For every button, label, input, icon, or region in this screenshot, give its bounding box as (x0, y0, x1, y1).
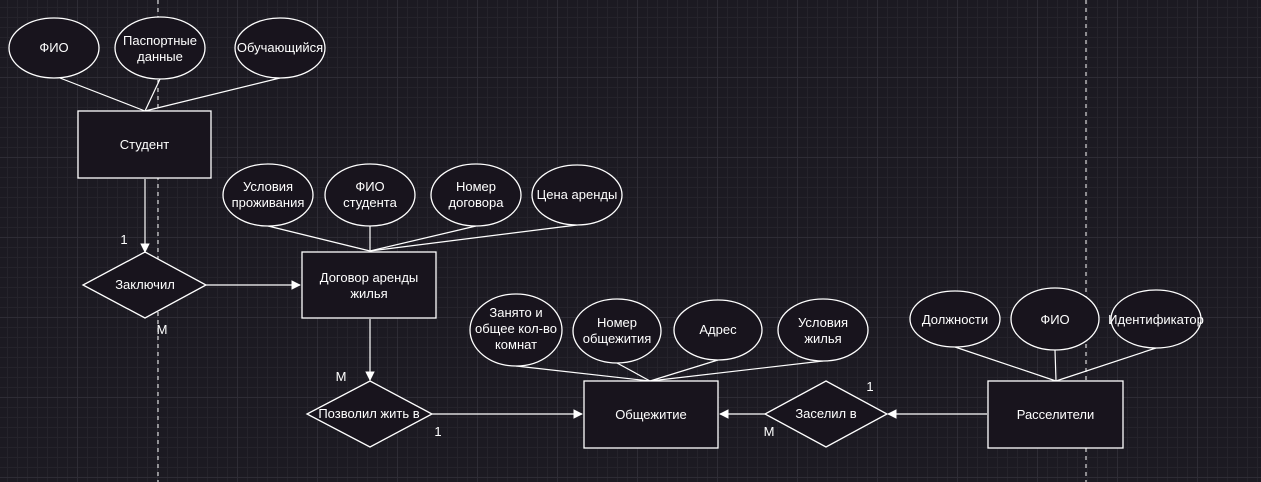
relationship-edges (140, 179, 987, 419)
cardinality-allowed-dormitory: 1 (434, 424, 441, 439)
attribute-label: проживания (232, 195, 305, 210)
relationship-allowed-to-live[interactable]: Позволил жить в (305, 380, 434, 448)
attribute-dormitory-rooms-count[interactable]: Занято и общее кол-во комнат (469, 293, 563, 367)
attribute-settlers-identifier[interactable]: Идентификатор (1108, 289, 1204, 349)
attribute-label: общежития (583, 331, 652, 346)
cardinality-concluded-contract: M (157, 322, 168, 337)
entity-settlers-label: Расселители (1017, 407, 1095, 422)
attribute-label: жилья (804, 331, 841, 346)
entity-dormitory[interactable]: Общежитие (583, 380, 719, 449)
relationship-settled-in-label: Заселил в (795, 406, 856, 421)
entity-student-label: Студент (120, 137, 170, 152)
attribute-dormitory-number[interactable]: Номер общежития (572, 298, 662, 364)
attribute-connectors (59, 77, 1157, 382)
attribute-dormitory-housing-conditions[interactable]: Условия жилья (777, 298, 869, 362)
attribute-contract-rent-price[interactable]: Цена аренды (531, 164, 623, 226)
attribute-label: Должности (922, 312, 988, 327)
attribute-label: ФИО (39, 40, 68, 55)
attribute-label: Паспортные (123, 33, 197, 48)
attribute-label: данные (137, 49, 183, 64)
attribute-label: Номер (456, 179, 496, 194)
cardinality-student-concluded: 1 (120, 232, 127, 247)
attribute-label: Условия (798, 315, 848, 330)
attribute-label: ФИО (355, 179, 384, 194)
attribute-label: общее кол-во (475, 321, 557, 336)
attribute-label: Цена аренды (537, 187, 618, 202)
attribute-label: Идентификатор (1108, 312, 1204, 327)
relationship-concluded[interactable]: Заключил (81, 251, 208, 319)
relationship-settled-in[interactable]: Заселил в (763, 380, 889, 448)
cardinality-settled-settlers: 1 (866, 379, 873, 394)
entity-contract[interactable]: Договор аренды жилья (301, 251, 437, 319)
attribute-label: договора (449, 195, 505, 210)
attribute-student-enrolled[interactable]: Обучающийся (234, 17, 326, 79)
attribute-dormitory-address[interactable]: Адрес (673, 299, 763, 361)
attribute-contract-number[interactable]: Номер договора (430, 163, 522, 227)
attribute-label: Занято и (489, 305, 542, 320)
entity-student[interactable]: Студент (77, 110, 212, 179)
attribute-label: студента (343, 195, 397, 210)
attribute-label: Номер (597, 315, 637, 330)
entity-contract-label-line-1: Договор аренды (320, 270, 419, 285)
attribute-label: Адрес (699, 322, 737, 337)
entity-contract-label-line-2: жилья (350, 286, 387, 301)
entity-settlers[interactable]: Расселители (987, 380, 1124, 449)
attribute-settlers-positions[interactable]: Должности (909, 290, 1001, 348)
attribute-contract-student-name[interactable]: ФИО студента (324, 163, 416, 227)
relationship-allowed-to-live-label: Позволил жить в (318, 406, 419, 421)
attribute-label: Условия (243, 179, 293, 194)
entity-dormitory-label: Общежитие (615, 407, 687, 422)
attribute-label: ФИО (1040, 312, 1069, 327)
attribute-contract-living-conditions[interactable]: Условия проживания (222, 163, 314, 227)
cardinality-settled-dormitory: M (764, 424, 775, 439)
relationship-concluded-label: Заключил (115, 277, 175, 292)
attribute-student-passport-data[interactable]: Паспортные данные (114, 16, 206, 80)
attribute-student-full-name[interactable]: ФИО (8, 17, 100, 79)
attribute-label: Обучающийся (237, 40, 323, 55)
attribute-label: комнат (495, 337, 537, 352)
cardinality-contract-allowed: M (336, 369, 347, 384)
attribute-settlers-full-name[interactable]: ФИО (1010, 287, 1100, 351)
